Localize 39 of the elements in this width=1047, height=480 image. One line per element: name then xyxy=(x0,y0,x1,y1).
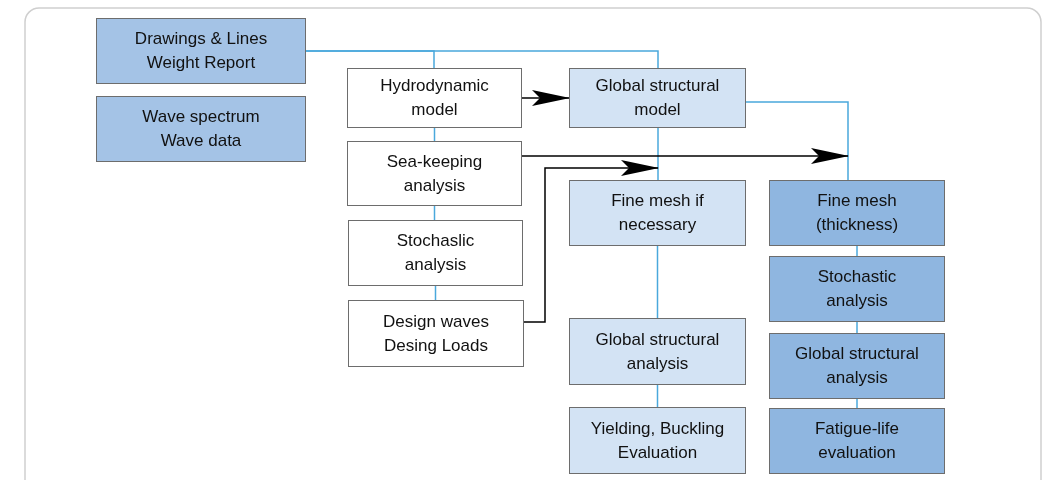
connector-line xyxy=(745,101,849,181)
box-label: Sea-keeping analysis xyxy=(385,150,484,197)
connector-line xyxy=(856,398,858,409)
process-box xyxy=(347,141,522,206)
box-label: Stochaslic analysis xyxy=(395,230,476,276)
connector-line xyxy=(305,50,659,69)
process-box xyxy=(96,18,306,84)
process-box xyxy=(569,180,746,246)
box-label: Global structural analysis xyxy=(594,328,721,375)
connector-line xyxy=(656,384,659,408)
box-label: Fine mesh (thickness) xyxy=(814,190,900,236)
process-box xyxy=(769,333,945,399)
box-label: Yielding, Buckling Evaluation xyxy=(589,417,726,464)
connector-line xyxy=(656,245,659,319)
arrow xyxy=(523,160,659,323)
arrow xyxy=(521,148,849,164)
connector-line xyxy=(856,321,858,334)
box-label: Stochastic analysis xyxy=(816,266,898,312)
process-box xyxy=(569,68,746,128)
box-label: Global structural model xyxy=(594,75,721,121)
connector-line xyxy=(856,245,858,257)
process-box xyxy=(96,96,306,162)
process-box xyxy=(348,300,524,367)
box-label: Fatigue-life evaluation xyxy=(813,418,901,464)
box-label: Drawings & Lines Weight Report xyxy=(133,28,269,74)
box-label: Fine mesh if necessary xyxy=(610,190,705,236)
arrow xyxy=(521,90,570,106)
box-label: Wave spectrum Wave data xyxy=(141,106,261,152)
process-box xyxy=(569,318,746,385)
box-label: Global structural analysis xyxy=(794,343,920,389)
box-label: Design waves Desing Loads xyxy=(382,310,490,357)
process-box xyxy=(347,68,522,128)
box-label: Hydrodynamic model xyxy=(379,75,490,121)
process-box xyxy=(769,180,945,246)
process-box xyxy=(348,220,523,286)
connector-line xyxy=(657,127,659,181)
process-box xyxy=(569,407,746,474)
process-box xyxy=(769,256,945,322)
process-box xyxy=(769,408,945,474)
